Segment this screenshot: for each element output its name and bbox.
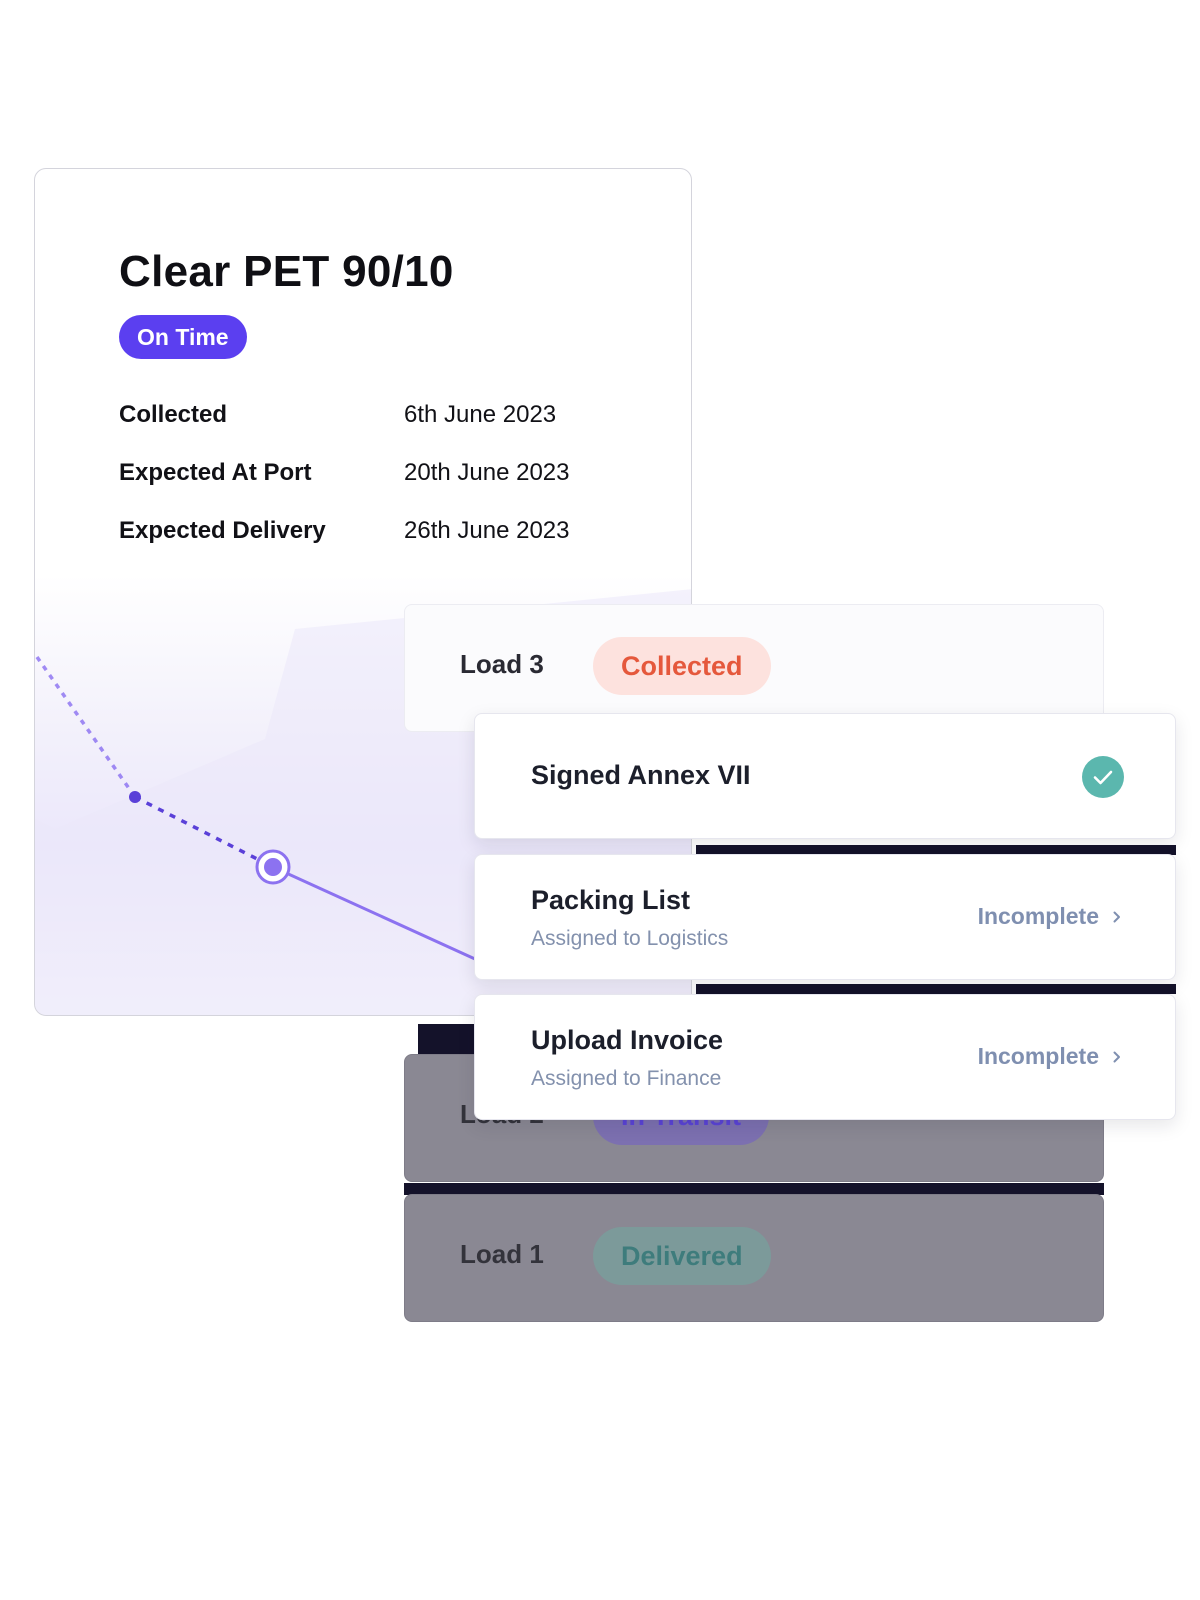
route-waypoint-marker xyxy=(129,791,141,803)
date-row-collected: Collected 6th June 2023 xyxy=(119,401,639,435)
shipment-title: Clear PET 90/10 xyxy=(119,247,454,296)
date-value: 6th June 2023 xyxy=(404,401,557,428)
date-label: Expected At Port xyxy=(119,459,312,486)
date-row-expected-at-port: Expected At Port 20th June 2023 xyxy=(119,459,639,493)
date-label: Collected xyxy=(119,401,228,428)
document-title: Upload Invoice xyxy=(531,1025,724,1055)
load-status-badge: Delivered xyxy=(593,1227,771,1285)
route-past-segment xyxy=(35,655,137,799)
load-label: Load 3 xyxy=(460,649,544,679)
document-title: Signed Annex VII xyxy=(531,760,751,790)
load-card-1[interactable]: Load 1 Delivered xyxy=(404,1194,1104,1322)
date-row-expected-delivery: Expected Delivery 26th June 2023 xyxy=(119,517,639,551)
overlay-strip xyxy=(696,984,1176,994)
load-label: Load 1 xyxy=(460,1239,544,1269)
load-card-3[interactable]: Load 3 Collected xyxy=(404,604,1104,732)
document-packing-list[interactable]: Packing List Assigned to Logistics Incom… xyxy=(474,854,1176,980)
overlay-strip xyxy=(696,845,1176,855)
chevron-right-icon[interactable] xyxy=(1111,911,1123,923)
chevron-right-icon[interactable] xyxy=(1111,1051,1123,1063)
document-status[interactable]: Incomplete xyxy=(977,1043,1099,1069)
document-upload-invoice[interactable]: Upload Invoice Assigned to Finance Incom… xyxy=(474,994,1176,1120)
document-assignee: Assigned to Finance xyxy=(531,1067,722,1090)
overlay-strip xyxy=(404,1183,1104,1195)
check-icon xyxy=(1082,756,1124,798)
document-signed-annex-vii[interactable]: Signed Annex VII xyxy=(474,713,1176,839)
date-value: 26th June 2023 xyxy=(404,517,570,544)
current-location-marker xyxy=(264,858,282,876)
on-time-badge: On Time xyxy=(119,315,247,359)
date-value: 20th June 2023 xyxy=(404,459,570,486)
document-status[interactable]: Incomplete xyxy=(977,903,1099,929)
document-assignee: Assigned to Logistics xyxy=(531,927,729,950)
load-status-badge: Collected xyxy=(593,637,771,695)
overlay-strip xyxy=(418,1024,478,1058)
route-upcoming-segment xyxy=(272,865,476,961)
date-label: Expected Delivery xyxy=(119,517,326,544)
document-title: Packing List xyxy=(531,885,691,915)
